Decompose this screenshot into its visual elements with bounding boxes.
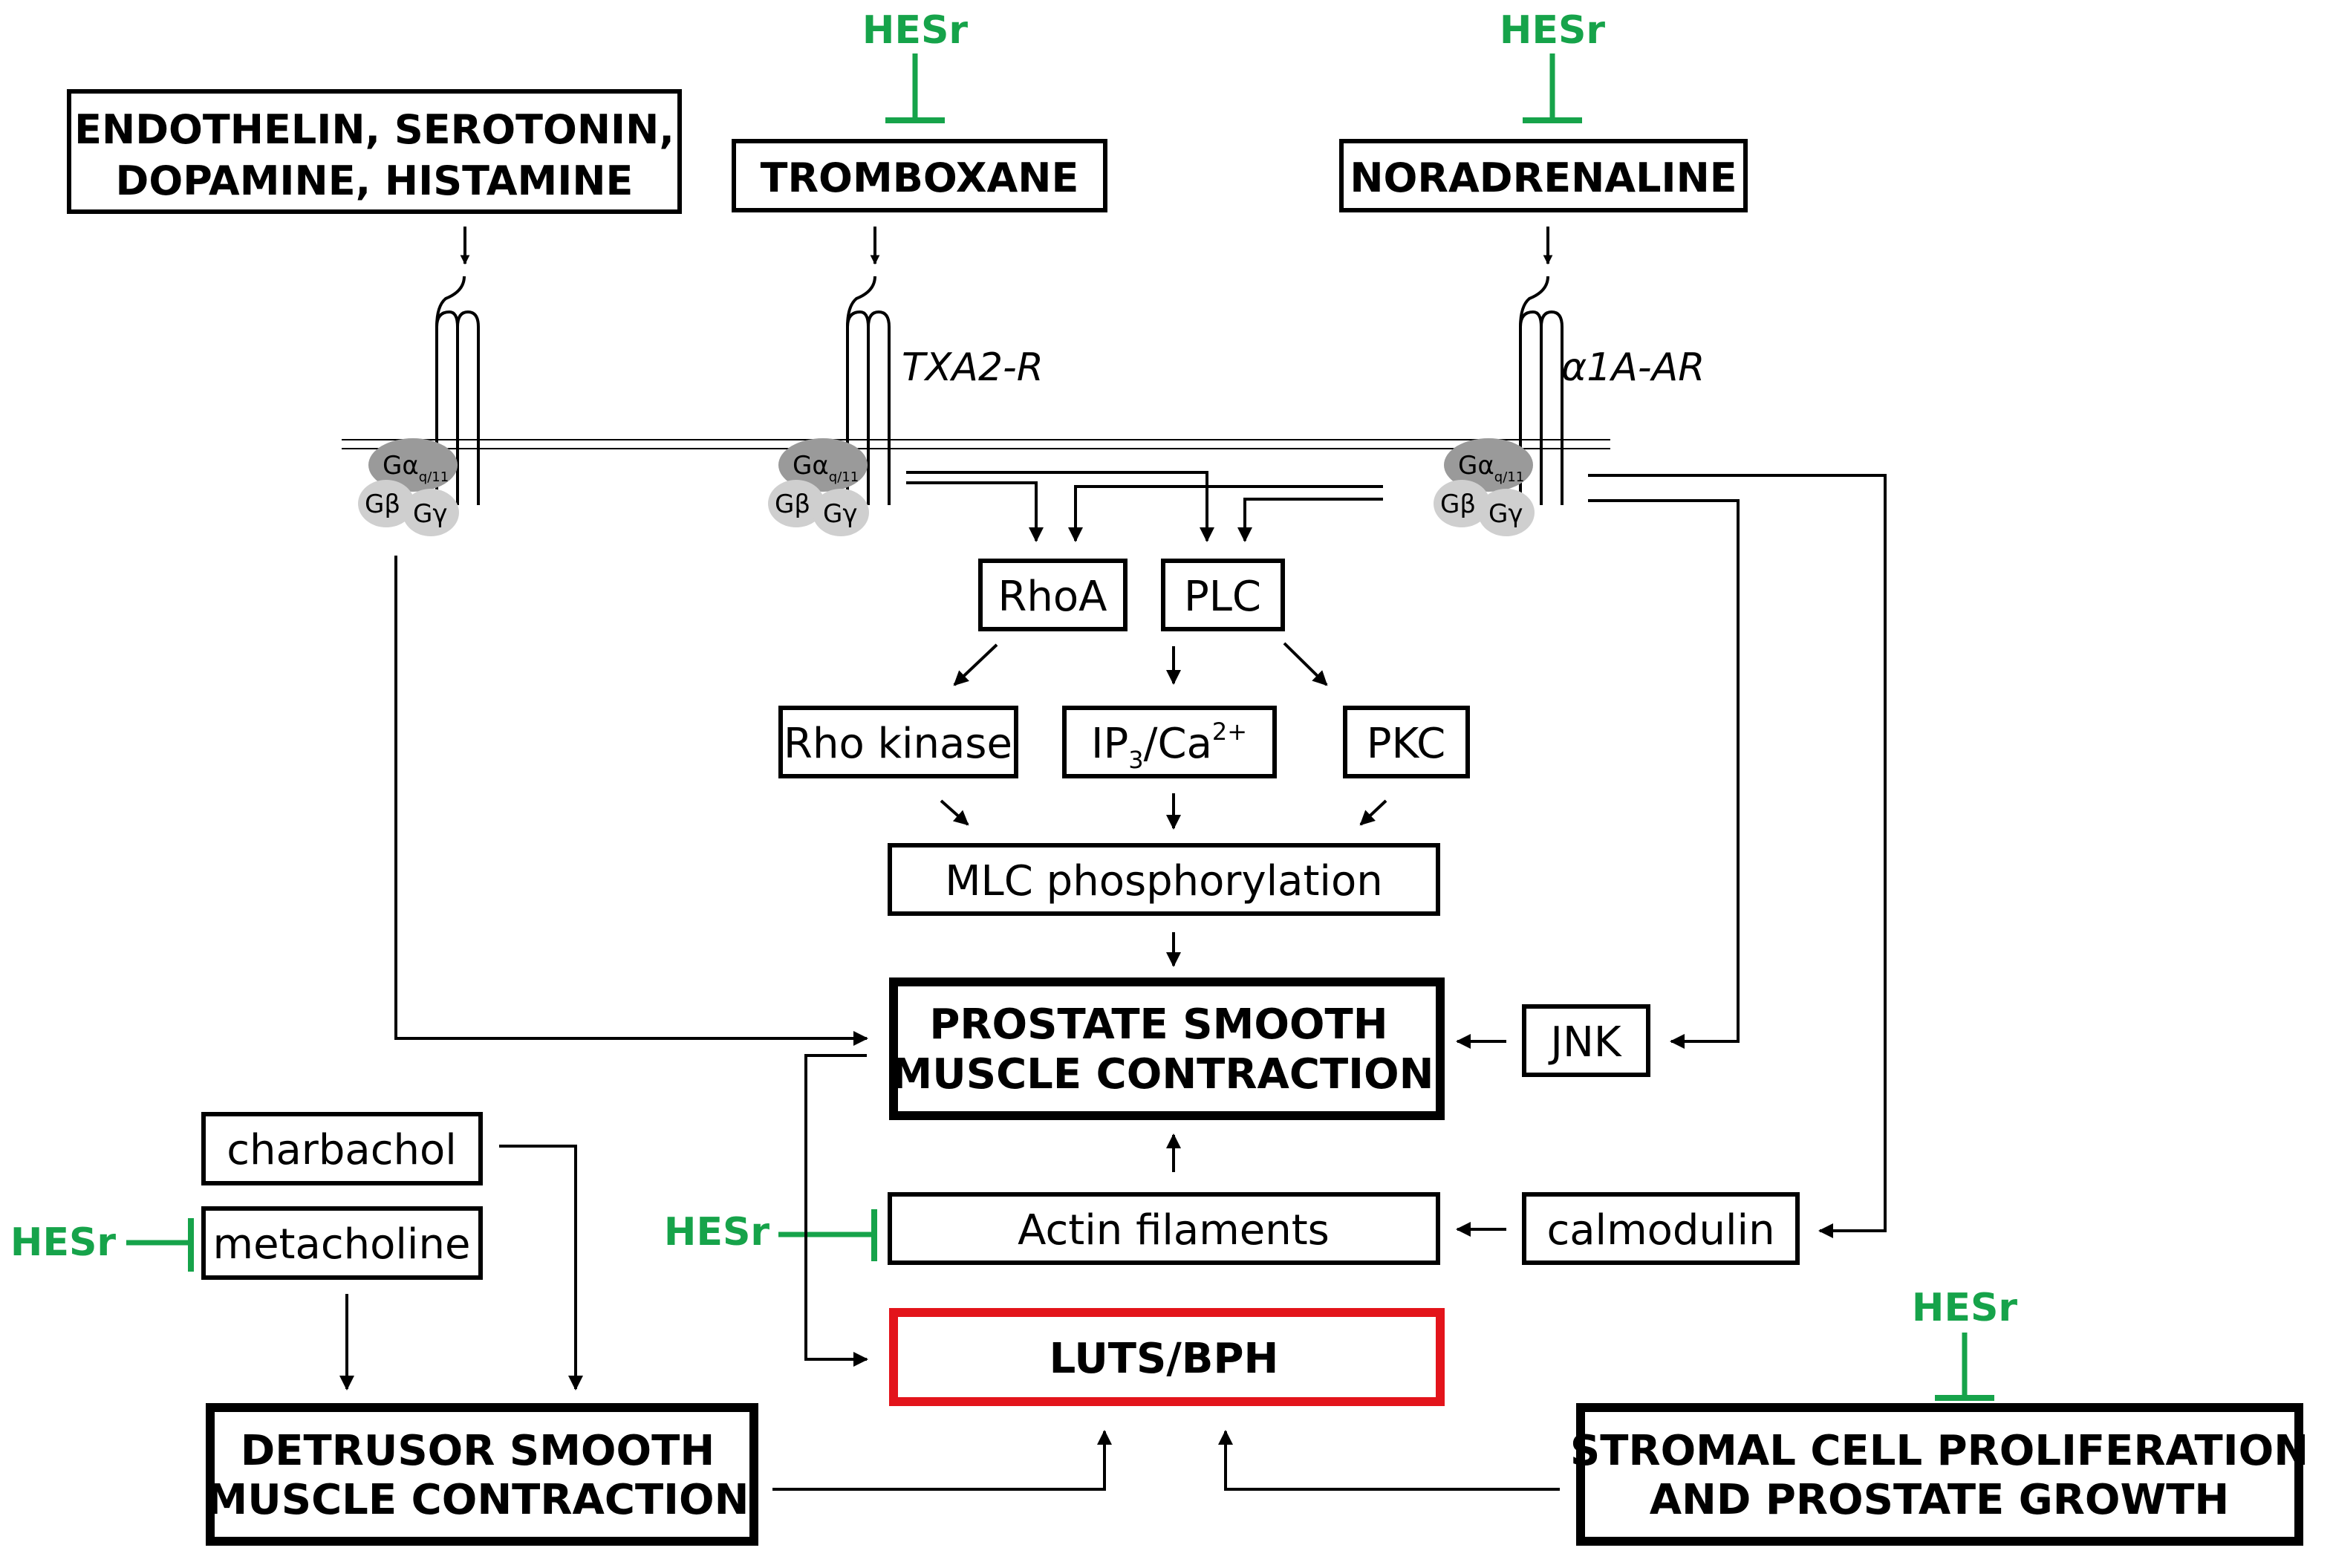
ligand-label-line1: ENDOTHELIN, SEROTONIN,	[74, 106, 674, 153]
g-gamma-label: Gγ	[413, 499, 447, 529]
connector-stromal-to-luts	[1218, 1430, 1560, 1491]
arrow-plc-to-pkc	[1283, 642, 1328, 686]
hesr-inhibitor-noradrenaline: HESr	[1500, 8, 1605, 123]
gpcr-receptor-1	[435, 276, 480, 505]
connector-a1a-to-jnk	[1588, 499, 1740, 1049]
svg-text:calmodulin: calmodulin	[1546, 1206, 1774, 1255]
node-metacholine: metacholine	[201, 1206, 483, 1280]
connector-txa2-to-plc	[906, 471, 1214, 542]
svg-text:Actin filaments: Actin filaments	[1018, 1206, 1330, 1255]
svg-text:LUTS/BPH: LUTS/BPH	[1050, 1335, 1279, 1383]
svg-text:MLC phosphorylation: MLC phosphorylation	[945, 857, 1383, 905]
g-gamma-label: Gγ	[823, 499, 857, 529]
connector-txa2-to-rhoa	[906, 481, 1044, 542]
g-alpha-label: Gαq/11	[383, 451, 449, 485]
svg-text:RhoA: RhoA	[998, 573, 1107, 621]
node-plc: PLC	[1161, 559, 1285, 631]
g-protein-complex-2: Gαq/11 Gβ Gγ	[768, 438, 869, 536]
svg-text:PLC: PLC	[1184, 573, 1261, 621]
ligand-box-tromboxane: TROMBOXANE	[732, 139, 1107, 212]
g-alpha-label: Gαq/11	[1458, 451, 1524, 485]
connector-detrusor-to-luts	[772, 1430, 1112, 1491]
cell-membrane	[342, 439, 1610, 449]
arrow-pkc-to-mlc	[1359, 799, 1387, 826]
hesr-inhibitor-actin: HESr	[664, 1209, 877, 1261]
svg-text:AND PROSTATE GROWTH: AND PROSTATE GROWTH	[1650, 1476, 2230, 1524]
connector-charbachol-to-detrusor	[499, 1145, 583, 1390]
ligand-label: NORADRENALINE	[1350, 154, 1737, 201]
svg-text:Rho kinase: Rho kinase	[784, 720, 1012, 768]
node-stromal-cell-proliferation: STROMAL CELL PROLIFERATION AND PROSTATE …	[1570, 1403, 2308, 1546]
connector-a1a-to-calmodulin	[1588, 474, 1887, 1238]
receptor-label-txa2: TXA2-R	[902, 345, 1044, 390]
node-calmodulin: calmodulin	[1522, 1192, 1800, 1265]
hesr-label: HESr	[1500, 8, 1605, 53]
gpcr-receptor-a1a: α1A-AR	[1519, 276, 1705, 505]
g-beta-label: Gβ	[775, 489, 810, 519]
g-gamma-label: Gγ	[1488, 499, 1523, 529]
connector-a1a-to-rhoa	[1068, 485, 1383, 542]
hesr-label: HESr	[10, 1220, 116, 1265]
connector-receptor1-to-prostate	[394, 556, 868, 1046]
g-beta-label: Gβ	[1440, 489, 1476, 519]
gpcr-receptor-txa2: TXA2-R	[846, 276, 1044, 505]
svg-text:MUSCLE CONTRACTION: MUSCLE CONTRACTION	[891, 1050, 1434, 1099]
hesr-label: HESr	[664, 1210, 769, 1255]
ligand-box-endothelin-group: ENDOTHELIN, SEROTONIN, DOPAMINE, HISTAMI…	[67, 89, 682, 214]
node-ip3-ca: IP3/Ca2+	[1062, 706, 1277, 778]
svg-text:JNK: JNK	[1548, 1018, 1621, 1067]
connector-a1a-to-plc	[1237, 498, 1383, 542]
arrow-rho-kinase-to-mlc	[940, 799, 969, 826]
arrow-rhoa-to-rho-kinase	[953, 643, 998, 686]
node-actin-filaments: Actin filaments	[888, 1192, 1440, 1265]
svg-text:STROMAL CELL PROLIFERATION: STROMAL CELL PROLIFERATION	[1570, 1427, 2308, 1475]
hesr-label: HESr	[862, 8, 968, 53]
ligand-box-noradrenaline: NORADRENALINE	[1339, 139, 1748, 212]
svg-text:DETRUSOR SMOOTH: DETRUSOR SMOOTH	[241, 1427, 715, 1475]
node-mlc-phosphorylation: MLC phosphorylation	[888, 843, 1440, 916]
node-jnk: JNK	[1522, 1004, 1650, 1077]
g-protein-complex-1: Gαq/11 Gβ Gγ	[358, 438, 459, 536]
node-luts-bph: LUTS/BPH	[889, 1308, 1445, 1406]
connector-prostate-to-luts	[804, 1054, 868, 1367]
svg-text:PROSTATE SMOOTH: PROSTATE SMOOTH	[929, 1001, 1387, 1049]
hesr-inhibitor-metacholine: HESr	[10, 1218, 194, 1272]
g-beta-label: Gβ	[365, 489, 400, 519]
hesr-inhibitor-tromboxane: HESr	[862, 8, 968, 123]
hesr-label: HESr	[1912, 1286, 2017, 1330]
ligand-label-line2: DOPAMINE, HISTAMINE	[116, 157, 634, 204]
g-alpha-label: Gαq/11	[793, 451, 859, 485]
svg-text:MUSCLE CONTRACTION: MUSCLE CONTRACTION	[206, 1476, 749, 1524]
node-rho-kinase: Rho kinase	[778, 706, 1018, 778]
svg-text:IP3/Ca2+: IP3/Ca2+	[1091, 718, 1247, 774]
svg-text:charbachol: charbachol	[227, 1126, 457, 1174]
receptor-label-a1a: α1A-AR	[1561, 345, 1705, 390]
g-protein-complex-3: Gαq/11 Gβ Gγ	[1434, 438, 1535, 536]
node-detrusor-smooth-muscle-contraction: DETRUSOR SMOOTH MUSCLE CONTRACTION	[206, 1403, 758, 1546]
svg-text:PKC: PKC	[1367, 720, 1446, 768]
hesr-inhibitor-stromal: HESr	[1912, 1286, 2017, 1401]
node-pkc: PKC	[1343, 706, 1470, 778]
svg-text:metacholine: metacholine	[213, 1220, 471, 1269]
node-prostate-smooth-muscle-contraction: PROSTATE SMOOTH MUSCLE CONTRACTION	[889, 977, 1445, 1120]
ligand-label: TROMBOXANE	[761, 154, 1079, 201]
node-rhoa: RhoA	[978, 559, 1128, 631]
node-charbachol: charbachol	[201, 1112, 483, 1185]
